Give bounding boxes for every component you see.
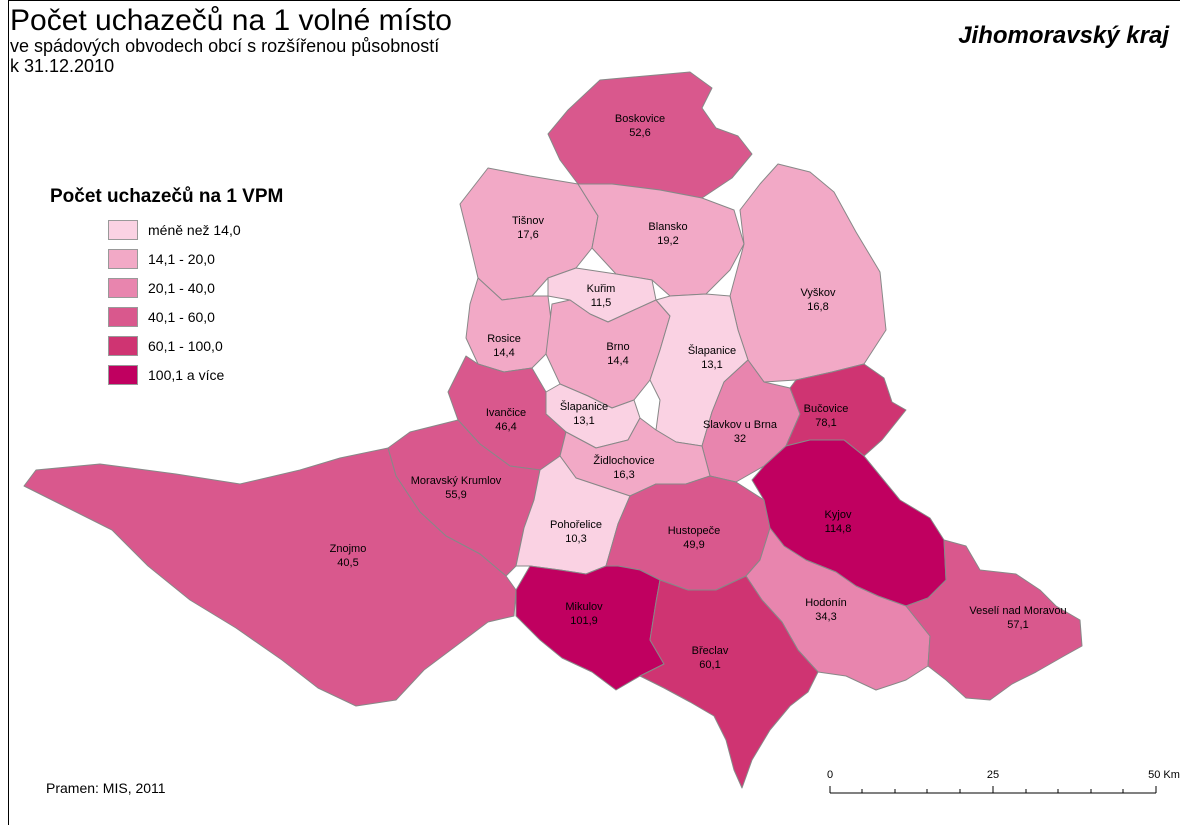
label-value: 49,9 [683,539,704,551]
district-slavkov[interactable] [701,359,801,483]
label-value: 52,6 [629,127,650,139]
legend-swatch [108,307,138,327]
region-name: Jihomoravský kraj [958,22,1169,49]
legend-item: 40,1 - 60,0 [108,306,215,328]
label-name: Blansko [648,221,687,233]
district-boskovice[interactable] [547,71,753,199]
scale-label: 0 [827,769,833,781]
label-name: Vyškov [800,287,836,299]
legend-swatch [108,365,138,385]
label-name: Hodonín [805,597,847,609]
district-breclav[interactable] [639,575,819,789]
label-name: Mikulov [565,601,603,613]
map-frame [8,0,1180,825]
legend-swatch [108,336,138,356]
label-name: Šlapanice [688,344,736,357]
label-value: 13,1 [573,415,594,427]
label-value: 13,1 [701,359,722,371]
label-name: Kuřim [587,283,616,295]
label-value: 10,3 [565,533,586,545]
legend-label: 20,1 - 40,0 [148,280,215,296]
legend-swatch [108,249,138,269]
label-name: Hustopeče [668,525,721,537]
district-znojmo[interactable] [23,447,517,707]
label-name: Slavkov u Brna [703,419,778,431]
label-value: 14,4 [493,347,514,359]
legend-label: 100,1 a více [148,367,225,383]
legend-label: 60,1 - 100,0 [148,338,223,354]
label-value: 16,8 [807,301,828,313]
legend-item: 20,1 - 40,0 [108,277,215,299]
label-name: Brno [606,341,629,353]
label-name: Veselí nad Moravou [969,605,1066,617]
legend-title: Počet uchazečů na 1 VPM [50,186,284,207]
label-value: 16,3 [613,469,634,481]
map-date: k 31.12.2010 [10,56,115,76]
label-value: 55,9 [445,489,466,501]
label-value: 19,2 [657,235,678,247]
label-value: 14,4 [607,355,628,367]
district-blansko[interactable] [577,183,745,297]
label-name: Židlochovice [593,454,654,467]
label-name: Tišnov [512,215,544,227]
map-title: Počet uchazečů na 1 volné místo [10,4,452,37]
legend-swatch [108,278,138,298]
scale-label: 50 Km [1148,769,1180,781]
district-labels: Boskovice 52,6 Tišnov 17,6 Blansko 19,2 … [330,113,1067,671]
scale-bar: 0 25 50 Km [827,769,1180,794]
district-rosice[interactable] [465,277,553,373]
map-subtitle: ve spádových obvodech obcí s rozšířenou … [10,36,440,56]
label-name: Rosice [487,333,521,345]
label-value: 34,3 [815,611,836,623]
label-name: Břeclav [692,645,729,657]
scale-label: 25 [987,769,999,781]
label-value: 17,6 [517,229,538,241]
district-mikulov[interactable] [515,565,665,691]
label-name: Moravský Krumlov [411,475,502,487]
label-value: 101,9 [570,615,598,627]
label-value: 46,4 [495,421,516,433]
label-value: 57,1 [1007,619,1028,631]
district-veseli[interactable] [905,539,1083,701]
label-name: Ivančice [486,407,526,419]
legend-item: méně než 14,0 [108,219,241,241]
source-note: Pramen: MIS, 2011 [46,780,166,796]
label-value: 60,1 [699,659,720,671]
legend-label: 14,1 - 20,0 [148,251,215,267]
district-vyskov[interactable] [729,163,887,383]
label-value: 32 [734,433,746,445]
label-name: Šlapanice [560,400,608,413]
label-name: Pohořelice [550,519,602,531]
legend-swatch [108,220,138,240]
label-name: Znojmo [330,543,367,555]
label-value: 78,1 [815,417,836,429]
legend-item: 100,1 a více [108,364,224,386]
label-value: 114,8 [825,523,852,535]
label-name: Boskovice [615,113,665,125]
label-name: Kyjov [825,509,852,521]
legend-item: 60,1 - 100,0 [108,335,223,357]
label-value: 11,5 [591,297,612,309]
label-value: 40,5 [337,557,358,569]
legend-label: 40,1 - 60,0 [148,309,215,325]
legend-item: 14,1 - 20,0 [108,248,215,270]
legend-label: méně než 14,0 [148,222,241,238]
label-name: Bučovice [804,403,849,415]
